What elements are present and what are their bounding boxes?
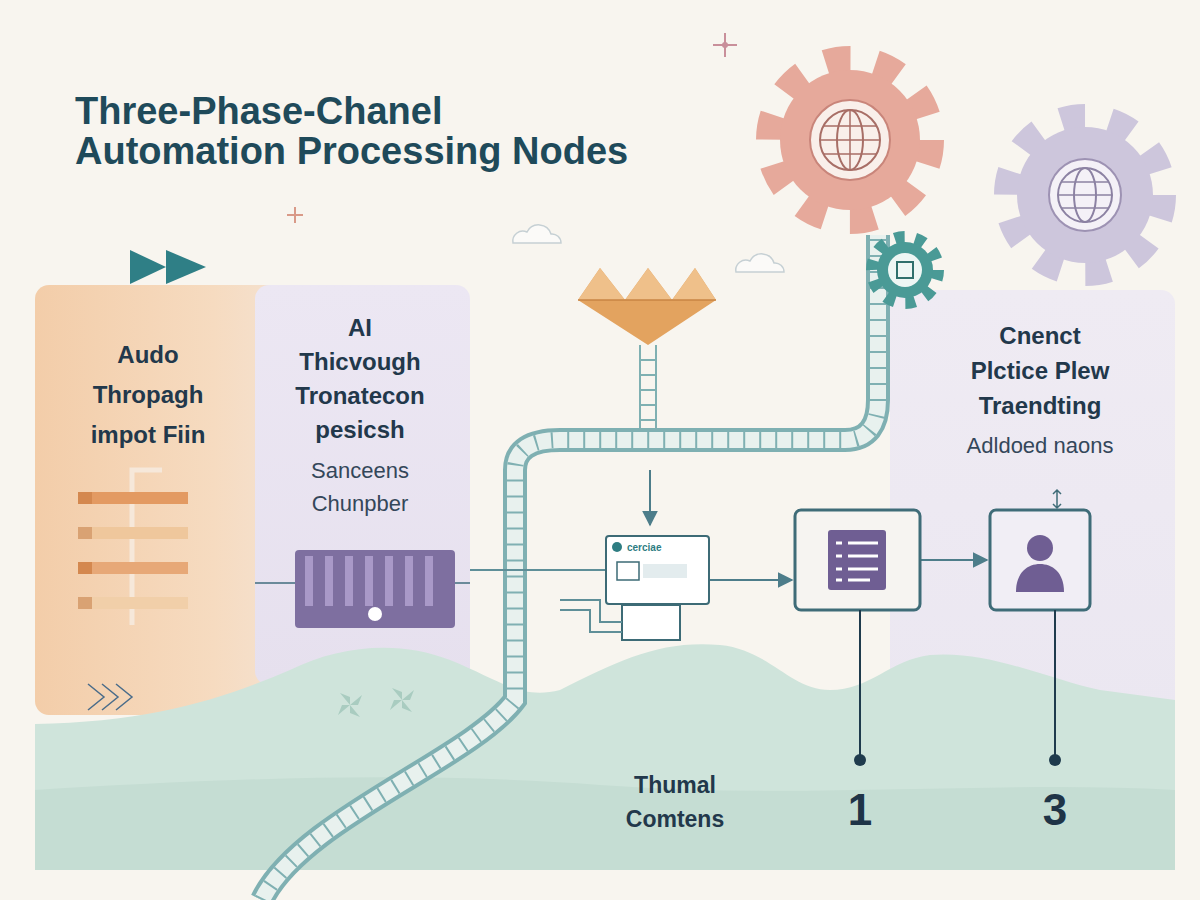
leader-dot — [1049, 754, 1061, 766]
gear-hub — [888, 253, 922, 287]
bar-stripe — [305, 556, 313, 606]
card-label: cerciae — [627, 542, 707, 554]
panel-heading: Cnenct Plctice Plew Traendting — [965, 318, 1115, 423]
list-bullet — [78, 597, 92, 609]
crosshair-mark — [713, 33, 737, 57]
section-label: Thumal Comtens — [605, 768, 745, 836]
diamond-edge — [578, 299, 716, 301]
globe-lines — [820, 110, 880, 170]
gear-hub — [810, 100, 890, 180]
document-box — [795, 510, 920, 610]
flow-arrow — [920, 559, 987, 561]
pipe-rungs — [262, 235, 878, 900]
green-hills — [35, 644, 1175, 870]
gear-body — [877, 242, 933, 298]
conveyor-pipe — [262, 235, 878, 900]
bar-dot — [368, 607, 382, 621]
bar-stripe — [385, 556, 393, 606]
gear-teeth — [872, 237, 938, 303]
list-bar — [78, 492, 188, 504]
sub-card — [622, 605, 680, 640]
user-head — [1027, 535, 1053, 561]
leader-dot — [854, 754, 866, 766]
list-bullet — [78, 527, 92, 539]
feed-line — [455, 582, 470, 584]
bar-stripe — [345, 556, 353, 606]
gear-body — [1017, 127, 1153, 263]
card-field — [643, 564, 687, 578]
list-bar — [78, 597, 188, 609]
document-icon — [828, 530, 886, 590]
leader-line — [1054, 610, 1056, 760]
feed-arrow — [649, 470, 651, 525]
bar-stripe — [405, 556, 413, 606]
card-logo — [612, 542, 622, 552]
chunker-bar — [295, 550, 455, 628]
callout-number: 1 — [830, 785, 890, 835]
bar-stripe — [425, 556, 433, 606]
flow-arrow — [710, 579, 792, 581]
gear-hub — [1049, 159, 1121, 231]
chip-symbol — [897, 262, 913, 278]
panel-body: Adldoed naons — [930, 432, 1150, 460]
feed-line — [255, 582, 295, 584]
diamond-facets — [578, 268, 716, 300]
funnel-stem — [640, 345, 656, 430]
gear-teeth — [1007, 117, 1163, 273]
globe-symbol — [1058, 168, 1112, 222]
pipe-inner — [262, 235, 878, 900]
leader-line — [859, 610, 861, 760]
fan-symbol — [338, 693, 362, 717]
crosshair-dot — [722, 42, 728, 48]
list-bullet — [78, 562, 92, 574]
user-body — [1016, 564, 1064, 592]
wire-line — [560, 610, 622, 632]
gear-body — [780, 70, 920, 210]
funnel-diamond — [578, 268, 716, 345]
document-lines — [836, 543, 878, 580]
cloud — [736, 254, 784, 272]
gear-teeth — [770, 60, 930, 220]
fan-symbol — [390, 688, 414, 712]
list-bar — [78, 562, 188, 574]
card-icon — [617, 562, 639, 580]
list-bullet — [78, 492, 92, 504]
panel-heading: Audo Thropagh impot Fiin — [73, 335, 223, 455]
resize-arrow — [1053, 490, 1061, 508]
list-bar — [78, 527, 188, 539]
callout-number: 3 — [1025, 785, 1085, 835]
diagram-title: Three-Phase-Chanel Automation Processing… — [75, 92, 645, 172]
globe-lines — [1058, 182, 1112, 208]
ground-band — [35, 777, 1175, 870]
bar-stripe — [325, 556, 333, 606]
panel-body: Sanceens Chunpber — [290, 454, 430, 520]
play-arrow — [130, 250, 166, 284]
panel-heading: AI Thicvough Tronatecon pesicsh — [290, 311, 430, 447]
bar-stripe — [365, 556, 373, 606]
globe-symbol — [820, 110, 880, 170]
chevron-marks — [88, 684, 132, 710]
user-box — [990, 510, 1090, 610]
connector-line — [470, 569, 605, 571]
cloud — [513, 225, 561, 243]
play-arrow — [166, 250, 206, 284]
plus-mark — [287, 207, 303, 223]
